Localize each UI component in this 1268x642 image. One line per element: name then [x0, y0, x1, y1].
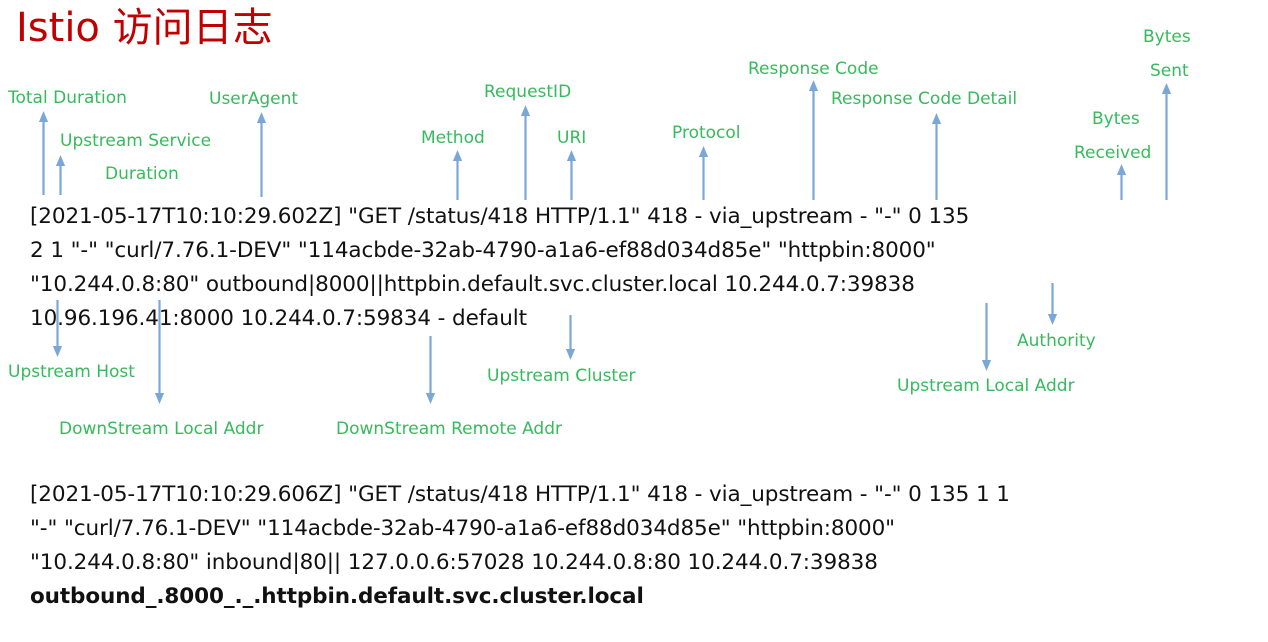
arrow-upstream-service-dur: [54, 155, 67, 195]
annotation-label-upstream-cluster: Upstream Cluster: [487, 366, 636, 386]
log-entry-1-line-3: "10.244.0.8:80" outbound|8000||httpbin.d…: [30, 272, 915, 297]
arrow-protocol: [697, 146, 710, 200]
arrow-bytes-sent: [1160, 83, 1173, 200]
arrow-upstream-local-addr: [980, 303, 993, 371]
log-entry-1-line-2: 2 1 "-" "curl/7.76.1-DEV" "114acbde-32ab…: [30, 238, 936, 263]
annotation-label-upstream-host: Upstream Host: [8, 362, 135, 382]
annotation-label-bytes-sent-1: Bytes: [1143, 27, 1191, 47]
annotation-label-downstream-remote-addr: DownStream Remote Addr: [336, 419, 562, 439]
arrow-upstream-host: [51, 300, 64, 357]
log-entry-2-line-2: "-" "curl/7.76.1-DEV" "114acbde-32ab-479…: [30, 516, 895, 541]
log-entry-2-line-3: "10.244.0.8:80" inbound|80|| 127.0.0.6:5…: [30, 550, 878, 575]
annotation-label-upstream-local-addr: Upstream Local Addr: [897, 376, 1075, 396]
annotation-label-bytes-received-1: Bytes: [1092, 109, 1140, 129]
annotation-label-request-id: RequestID: [484, 82, 572, 102]
arrow-response-code-detail: [930, 113, 943, 200]
annotation-label-response-code-detail: Response Code Detail: [831, 89, 1018, 109]
annotation-label-downstream-local-addr: DownStream Local Addr: [59, 419, 264, 439]
log-entry-2: [2021-05-17T10:10:29.606Z] "GET /status/…: [30, 478, 1010, 614]
annotation-label-upstream-service-dur1: Upstream Service: [60, 131, 212, 151]
arrow-total-duration: [37, 111, 50, 195]
page-title: Istio 访问日志: [16, 5, 273, 51]
arrow-request-id: [519, 105, 532, 200]
annotation-label-total-duration: Total Duration: [8, 88, 127, 108]
arrow-upstream-cluster: [564, 315, 577, 360]
annotation-label-response-code: Response Code: [748, 59, 879, 79]
arrow-authority: [1046, 283, 1059, 325]
arrow-response-code: [807, 80, 820, 200]
log-entry-1: [2021-05-17T10:10:29.602Z] "GET /status/…: [30, 200, 969, 336]
arrow-user-agent: [255, 112, 268, 197]
annotation-label-protocol: Protocol: [672, 123, 741, 143]
annotation-label-authority: Authority: [1017, 331, 1096, 351]
annotation-label-user-agent: UserAgent: [209, 89, 299, 109]
annotation-label-bytes-received-2: Received: [1074, 143, 1152, 163]
arrow-method: [451, 150, 464, 200]
annotation-label-method: Method: [421, 128, 485, 148]
annotation-label-upstream-service-dur2: Duration: [105, 164, 179, 184]
arrow-downstream-local-addr: [153, 300, 166, 404]
log-entry-2-line-4: outbound_.8000_._.httpbin.default.svc.cl…: [30, 584, 644, 609]
log-entry-1-line-4: 10.96.196.41:8000 10.244.0.7:59834 - def…: [30, 306, 527, 331]
arrow-downstream-remote-addr: [424, 336, 437, 404]
annotation-label-bytes-sent-2: Sent: [1150, 61, 1189, 81]
log-entry-2-line-1: [2021-05-17T10:10:29.606Z] "GET /status/…: [30, 482, 1010, 507]
arrow-uri: [565, 150, 578, 200]
arrow-bytes-received: [1115, 164, 1128, 200]
log-entry-1-line-1: [2021-05-17T10:10:29.602Z] "GET /status/…: [30, 204, 970, 229]
annotation-label-uri: URI: [557, 128, 587, 148]
